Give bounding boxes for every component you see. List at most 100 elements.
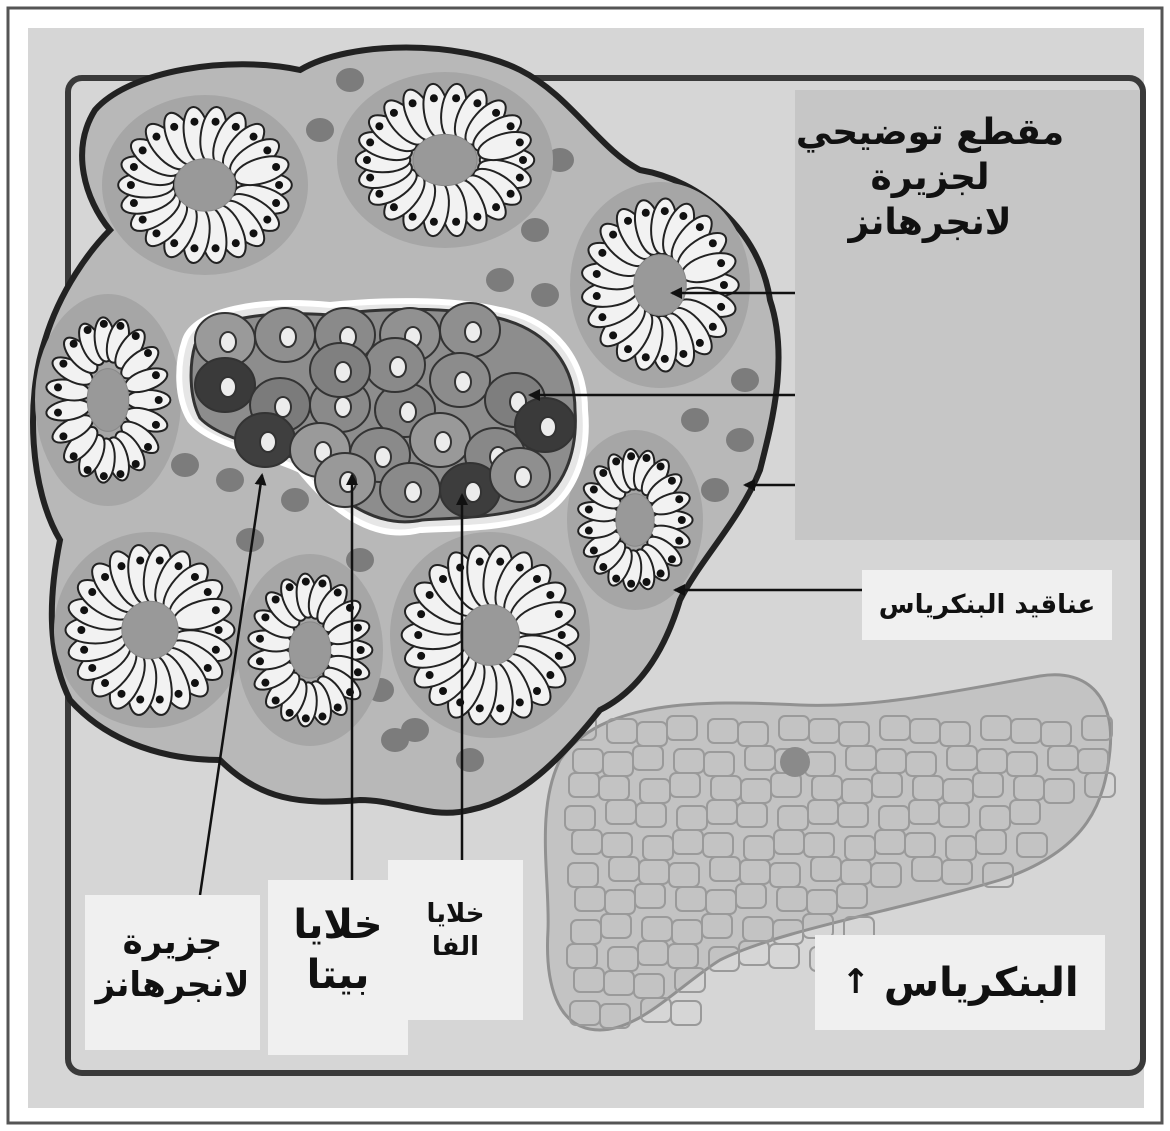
acinar-cell-nucleus	[533, 575, 541, 583]
acinar-cell-nucleus	[101, 573, 109, 581]
acinus	[567, 430, 703, 610]
acinar-cell-nucleus	[144, 349, 152, 357]
acinar-cell-nucleus	[144, 443, 152, 451]
acinar-cell-nucleus	[609, 331, 617, 339]
acinar-cell-nucleus	[473, 99, 481, 107]
acinar-cell-nucleus	[492, 109, 500, 117]
acinar-cell-nucleus	[599, 469, 607, 477]
title-line-1: مقطع توضيحي لجزيرة	[750, 110, 1110, 200]
acinar-cell-nucleus	[366, 138, 374, 146]
acinar-cell-nucleus	[256, 635, 264, 643]
acinar-cell-nucleus	[668, 477, 676, 485]
acinar-cell-nucleus	[519, 156, 527, 164]
capillary-dot	[726, 428, 754, 452]
islet-cell-nucleus	[435, 432, 451, 452]
acinar-cell-nucleus	[357, 646, 365, 654]
acinar-cell-nucleus	[661, 355, 669, 363]
capillary-dot	[456, 748, 484, 772]
acinar-cell-nucleus	[642, 454, 650, 462]
acinus	[390, 532, 590, 738]
acinar-cell-nucleus	[152, 371, 160, 379]
acinus-lumen	[616, 494, 654, 546]
acinar-cell-nucleus	[452, 94, 460, 102]
acinus	[102, 95, 308, 275]
acinar-cell-nucleus	[212, 646, 220, 654]
acinar-cell-nucleus	[426, 671, 434, 679]
acinar-cell-nucleus	[417, 652, 425, 660]
acinar-cell-nucleus	[452, 218, 460, 226]
acinar-cell-nucleus	[439, 575, 447, 583]
acinar-cell-nucleus	[593, 292, 601, 300]
acinar-cell-nucleus	[414, 631, 422, 639]
islet-cell-nucleus	[455, 372, 471, 392]
acinar-cell-nucleus	[558, 631, 566, 639]
title-line-2: لانجرهانز	[750, 200, 1110, 245]
acinar-cell-nucleus	[132, 460, 140, 468]
acinar-cell-nucleus	[507, 190, 515, 198]
label-islet: جزيرة لانجرهانز	[85, 895, 260, 1050]
islet-cell-nucleus	[335, 362, 351, 382]
acinar-cell-nucleus	[516, 174, 524, 182]
acinar-cell-nucleus	[363, 156, 371, 164]
acinar-cell-nucleus	[593, 270, 601, 278]
acinar-cell-nucleus	[261, 613, 269, 621]
acinar-cell-nucleus	[334, 589, 342, 597]
acinar-cell-nucleus	[679, 350, 687, 358]
acinar-cell-nucleus	[286, 583, 294, 591]
acinar-cell-nucleus	[476, 704, 484, 712]
acinar-cell-nucleus	[717, 303, 725, 311]
capillary-dot	[336, 68, 364, 92]
acinar-cell-nucleus	[679, 212, 687, 220]
acinar-cell-nucleus	[390, 109, 398, 117]
acinar-cell-nucleus	[675, 537, 683, 545]
acinar-cell-nucleus	[496, 704, 504, 712]
acinar-cell-nucleus	[275, 181, 283, 189]
acinar-cell-nucleus	[263, 216, 271, 224]
capillary-dot	[401, 718, 429, 742]
label-pancreatic-acini: عناقيد البنكرياس	[862, 570, 1112, 640]
acinar-cell-nucleus	[612, 457, 620, 465]
acinus	[570, 182, 750, 388]
acinar-cell-nucleus	[627, 580, 635, 588]
label-pancreas: البنكرياس ↑	[815, 935, 1105, 1030]
acinar-cell-nucleus	[77, 626, 85, 634]
acinar-cell-nucleus	[366, 174, 374, 182]
acinar-cell-nucleus	[354, 624, 362, 632]
acinar-cell-nucleus	[204, 664, 212, 672]
acinus-lumen	[175, 159, 236, 211]
acinar-cell-nucleus	[533, 687, 541, 695]
acinar-cell-nucleus	[127, 181, 135, 189]
acinar-cell-nucleus	[59, 360, 67, 368]
acinar-cell-nucleus	[555, 610, 563, 618]
acinar-cell-nucleus	[624, 217, 632, 225]
acinar-cell-nucleus	[642, 353, 650, 361]
acinar-cell-nucleus	[70, 452, 78, 460]
islet-cell-nucleus	[515, 467, 531, 487]
islet-cell-nucleus	[400, 402, 416, 422]
islet-cell-nucleus	[220, 377, 236, 397]
acinar-cell-nucleus	[175, 562, 183, 570]
acinar-cell-nucleus	[599, 563, 607, 571]
acinar-cell-nucleus	[175, 690, 183, 698]
acinar-cell-nucleus	[409, 213, 417, 221]
acinar-cell-nucleus	[555, 652, 563, 660]
acinar-cell-nucleus	[417, 610, 425, 618]
islet-line-2: لانجرهانز	[85, 964, 260, 1007]
acinar-cell-nucleus	[507, 122, 515, 130]
acinar-cell-nucleus	[215, 626, 223, 634]
acinar-cell-nucleus	[212, 244, 220, 252]
capillary-dot	[281, 488, 309, 512]
acinar-cell-nucleus	[585, 527, 593, 535]
islet-cell-nucleus	[220, 332, 236, 352]
acinar-cell-nucleus	[318, 713, 326, 721]
acinar-cell-nucleus	[709, 323, 717, 331]
acinar-cell-nucleus	[212, 606, 220, 614]
acinar-cell-nucleus	[696, 339, 704, 347]
acinus-lumen	[289, 622, 331, 678]
acinar-cell-nucleus	[624, 345, 632, 353]
acinar-cell-nucleus	[598, 249, 606, 257]
acinar-cell-nucleus	[152, 133, 160, 141]
islet-cell-nucleus	[280, 327, 296, 347]
acinar-cell-nucleus	[139, 146, 147, 154]
acinar-cell-nucleus	[250, 133, 258, 141]
